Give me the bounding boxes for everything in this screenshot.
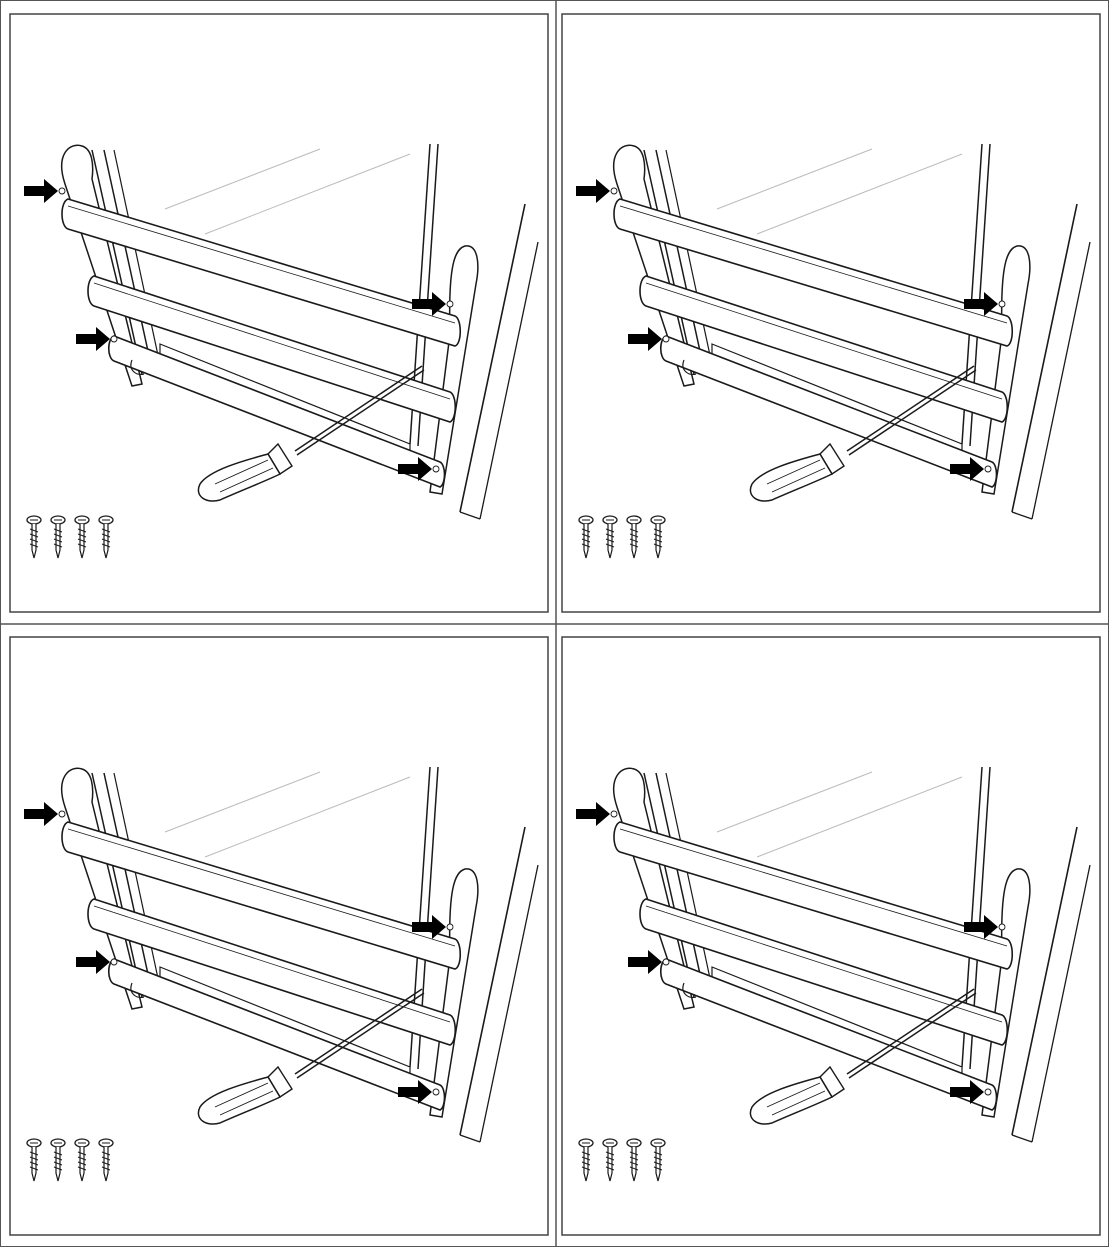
panel-1 — [9, 13, 549, 613]
panel-3 — [9, 636, 549, 1236]
panel-4 — [561, 636, 1101, 1236]
panel-2 — [561, 13, 1101, 613]
